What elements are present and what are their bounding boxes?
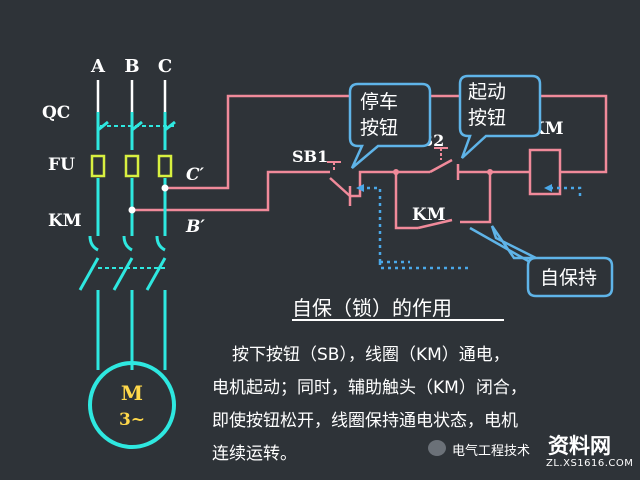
km-aux-label: KM: [412, 205, 446, 225]
km-coil: [528, 148, 562, 196]
watermark-brand: 资料网: [548, 434, 611, 458]
pushbuttons: [327, 147, 448, 172]
current-path: [360, 186, 582, 270]
motor-phase-label: 3~: [119, 410, 145, 430]
phase-c-label: C: [158, 56, 172, 77]
sb1-right-lead: [350, 170, 430, 198]
arrow-1: [356, 184, 364, 192]
explanation-line4: 连续运转。: [212, 444, 297, 464]
b-prime-label: B′: [185, 217, 205, 237]
motor-symbol: [88, 361, 176, 449]
qc-label: QC: [42, 103, 70, 123]
sb1-label: SB1: [292, 147, 328, 166]
callout-stop: 停车 按钮: [348, 82, 432, 169]
motor-label: M: [121, 381, 143, 405]
callout-start-line2: 按钮: [468, 107, 506, 129]
sb1-blade: [329, 177, 351, 197]
phase-a-label: A: [90, 56, 106, 77]
aux-left-lead: [394, 172, 418, 230]
explanation-title: 自保（锁）的作用: [292, 296, 452, 320]
callout-self-hold-text: 自保持: [540, 267, 597, 289]
aux-blade: [417, 218, 453, 230]
aux-right-lead: [460, 172, 492, 224]
explanation-line2: 电机起动；同时，辅助触头（KM）闭合，: [212, 378, 527, 398]
path-hold: [378, 262, 470, 270]
c-prime-label: C′: [186, 165, 205, 185]
power-circuit: [78, 80, 176, 370]
junction-aux-left: [393, 169, 399, 175]
junction-c: [161, 184, 169, 192]
wechat-icon: [428, 440, 446, 456]
km-main-label: KM: [48, 211, 82, 231]
callout-stop-line2: 按钮: [360, 117, 398, 139]
sb2-blade: [429, 158, 453, 174]
junction-b: [128, 206, 136, 214]
explanation-line1: 按下按钮（SB），线圈（KM）通电，: [232, 345, 510, 365]
callout-start-line1: 起动: [468, 81, 506, 103]
junction-aux-right: [487, 169, 493, 175]
explanation-line3: 即使按钮松开，线圈保持通电状态，电机: [212, 411, 518, 431]
callout-start: 起动 按钮: [458, 74, 542, 159]
fu-label: FU: [48, 155, 75, 175]
phase-b-label: B: [124, 56, 139, 77]
fuses: [90, 154, 173, 178]
watermark-url: ZL.XS1616.COM: [546, 458, 634, 469]
watermark-source: 电气工程技术: [452, 444, 531, 459]
control-wire-bottom: [132, 170, 312, 212]
path-coil: [546, 186, 582, 196]
title-underline: [292, 319, 504, 321]
callout-stop-line1: 停车: [360, 91, 398, 113]
arrow-2: [544, 184, 552, 192]
callout-self-hold: 自保持: [469, 225, 614, 298]
path-left: [360, 186, 382, 262]
